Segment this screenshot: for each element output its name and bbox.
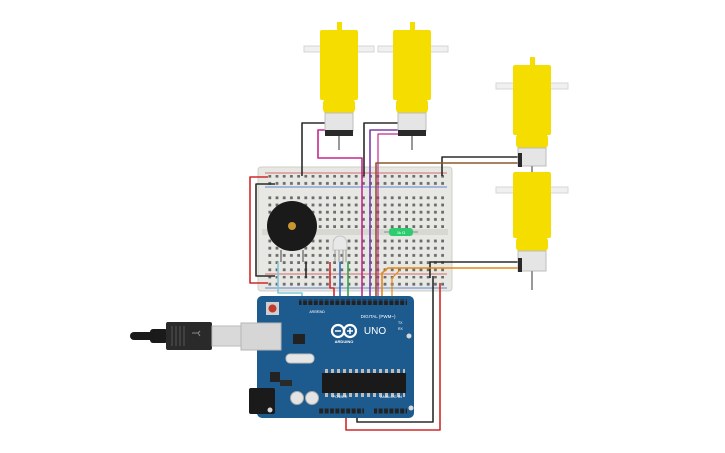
wire-orange-short[interactable] — [391, 269, 401, 300]
reset-button[interactable] — [268, 304, 277, 313]
wire-motor4-black[interactable] — [429, 261, 518, 278]
wires — [249, 122, 518, 431]
tx-label: TX — [398, 321, 403, 325]
power-label: POWER — [332, 394, 347, 399]
wire-black-left[interactable] — [255, 183, 275, 277]
wire-motor2-black[interactable] — [363, 122, 398, 176]
wire-motor3-brown[interactable] — [375, 162, 518, 300]
wire-led-red[interactable] — [329, 262, 335, 300]
analog-label: ANALOG IN — [380, 394, 402, 399]
arduino-uno[interactable]: DIGITAL (PWM~) AREF GND TX RX ARDUINO UN… — [240, 296, 414, 418]
wire-red-left[interactable] — [249, 176, 268, 284]
usb-cable — [130, 322, 243, 350]
arduino-logo-icon — [330, 323, 358, 339]
wire-motor3-black[interactable] — [441, 156, 518, 176]
resistor-label: 1k Ω — [397, 230, 405, 235]
dc-motor-2[interactable] — [377, 22, 449, 150]
dc-motor-1[interactable] — [303, 22, 375, 150]
uno-text: UNO — [364, 326, 386, 337]
digital-header — [299, 299, 407, 305]
wire-motor1-magenta[interactable] — [317, 129, 363, 300]
breadboard — [257, 166, 453, 292]
power-header — [319, 408, 364, 414]
wire-motor2-purple[interactable] — [369, 129, 398, 300]
wire-red-power[interactable] — [345, 283, 441, 431]
rgb-led[interactable] — [332, 235, 348, 262]
arduino-logo-text: ARDUINO — [335, 339, 354, 344]
analog-header — [374, 408, 407, 414]
gnd-label: GND — [317, 310, 325, 314]
aref-label: AREF — [309, 310, 318, 314]
resistor[interactable]: 1k Ω — [384, 228, 418, 236]
atmega-chip — [322, 373, 406, 393]
digital-label: DIGITAL (PWM~) — [361, 314, 396, 319]
crystal-oscillator — [285, 353, 315, 364]
wire-motor2-magenta[interactable] — [377, 133, 398, 300]
rx-label: RX — [398, 327, 404, 331]
dc-motor-4[interactable] — [495, 172, 569, 290]
piezo-buzzer[interactable] — [267, 201, 317, 262]
wire-lightblue[interactable] — [277, 262, 303, 298]
wire-motor4-orange[interactable] — [381, 267, 518, 300]
dc-motor-3[interactable] — [495, 57, 569, 180]
wire-motor1-black[interactable] — [301, 122, 325, 176]
